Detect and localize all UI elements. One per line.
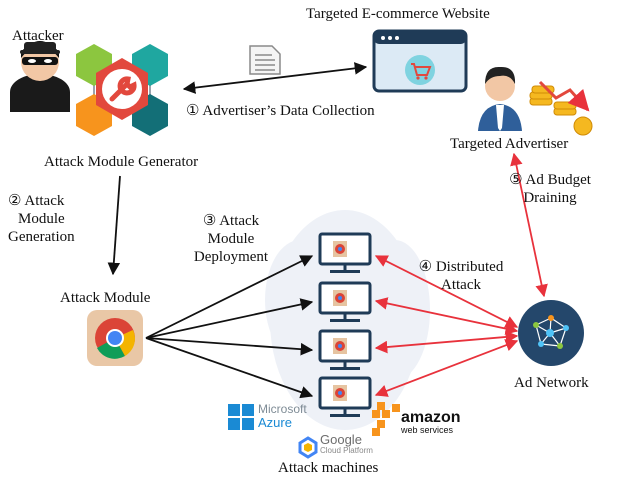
- amazon-logo-text: amazon web services: [401, 409, 461, 436]
- step-5-label: ⑤ Ad Budget Draining: [494, 171, 606, 207]
- amazon-logo-line-1: amazon: [401, 409, 461, 426]
- step-2-line-1: Attack: [24, 193, 65, 209]
- step-3-line-3: Deployment: [193, 249, 269, 265]
- aws-logo-mark: [372, 402, 400, 436]
- step-2-label: ② Attack Module Generation: [8, 192, 75, 246]
- arrow-deploy-2: [145, 298, 314, 339]
- arrow-budget-draining: [510, 152, 548, 298]
- attack-module-label: Attack Module: [60, 290, 151, 306]
- arrow-deploy-4: [145, 337, 314, 399]
- monitor-4: [318, 376, 372, 417]
- arrow-distributed-4: [374, 339, 519, 397]
- website-label: Targeted E-commerce Website: [306, 6, 490, 22]
- arrow-data-collection: [182, 62, 368, 94]
- azure-logo-line-1: Microsoft: [258, 402, 307, 416]
- arrow-deploy-3: [145, 337, 314, 356]
- google-logo-line-1: Google: [320, 432, 362, 447]
- black-arrows: [107, 62, 368, 399]
- ad-network-icon: [518, 300, 584, 366]
- google-cloud-logo-mark: [298, 436, 318, 459]
- step-1-number: ①: [186, 103, 200, 119]
- google-logo-line-2: Cloud Platform: [320, 446, 373, 455]
- generator-icon: [76, 44, 168, 136]
- step-1-label: ① Advertiser’s Data Collection: [186, 102, 375, 120]
- step-2-line-2: Module: [18, 211, 65, 227]
- step-2-number: ②: [8, 193, 22, 209]
- step-5-number: ⑤: [509, 172, 523, 188]
- red-arrows: [374, 152, 548, 397]
- arrow-distributed-2: [374, 297, 519, 335]
- monitor-2: [318, 281, 372, 322]
- monitor-3: [318, 329, 372, 370]
- step-5-line-1: Ad Budget: [525, 172, 591, 188]
- website-icon: [372, 29, 468, 93]
- step-3-number: ③: [202, 213, 217, 229]
- advertiser-label: Targeted Advertiser: [450, 136, 569, 152]
- ad-network-label: Ad Network: [514, 375, 589, 391]
- amazon-logo-line-2: web services: [401, 425, 454, 435]
- step-4-line-2: Attack: [441, 277, 481, 293]
- step-4-label: ④ Distributed Attack: [406, 258, 516, 294]
- advertiser-icon: [478, 66, 593, 136]
- arrow-deploy-1: [145, 255, 314, 339]
- attack-module-icon: [87, 310, 143, 366]
- attacker-label: Attacker: [12, 28, 64, 44]
- step-4-number: ④: [418, 259, 433, 275]
- step-1-text: Advertiser’s Data Collection: [202, 103, 375, 119]
- google-logo-text: Google Cloud Platform: [320, 433, 373, 455]
- step-5-line-2: Draining: [523, 190, 577, 206]
- step-3-line-2: Module: [207, 231, 255, 247]
- step-3-label: ③ Attack Module Deployment: [176, 212, 286, 266]
- step-3-line-1: Attack: [219, 213, 260, 229]
- monitor-1: [318, 232, 372, 273]
- step-4-line-1: Distributed: [435, 259, 504, 275]
- attack-machines-label: Attack machines: [278, 460, 379, 476]
- azure-logo-text: Microsoft Azure: [258, 402, 307, 430]
- document-icon: [249, 45, 281, 75]
- step-2-line-3: Generation: [8, 229, 75, 245]
- azure-logo-mark: [228, 404, 254, 430]
- arrow-module-generation: [107, 175, 121, 276]
- attacker-icon: [10, 41, 70, 112]
- azure-logo-line-2: Azure: [258, 415, 292, 430]
- generator-label: Attack Module Generator: [44, 154, 199, 170]
